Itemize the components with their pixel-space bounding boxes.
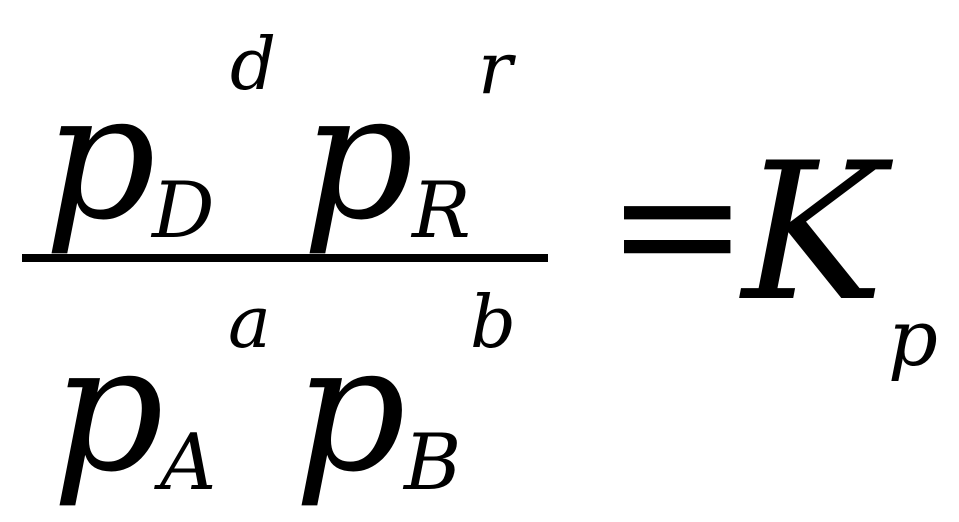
denominator-p-b-base: p [294,308,407,511]
numerator-p-r-exponent: r [478,26,513,110]
equals-sign: = [606,126,749,324]
rhs-k-base: K [742,122,884,343]
numerator-p-d-subscript: D [152,166,215,256]
numerator-p-r-base: p [302,56,415,259]
fraction-bar [22,254,548,262]
numerator-p-d-base: p [44,56,157,259]
rhs-k-subscript: p [888,294,938,384]
denominator-p-b-exponent: b [470,280,517,364]
denominator-p-a-base: p [52,308,165,511]
numerator-p-r-subscript: R [412,166,471,256]
denominator-p-a-subscript: A [160,418,217,508]
numerator-p-d-exponent: d [230,22,277,106]
denominator-p-a-exponent: a [228,280,271,364]
denominator-p-b-subscript: B [404,418,462,508]
